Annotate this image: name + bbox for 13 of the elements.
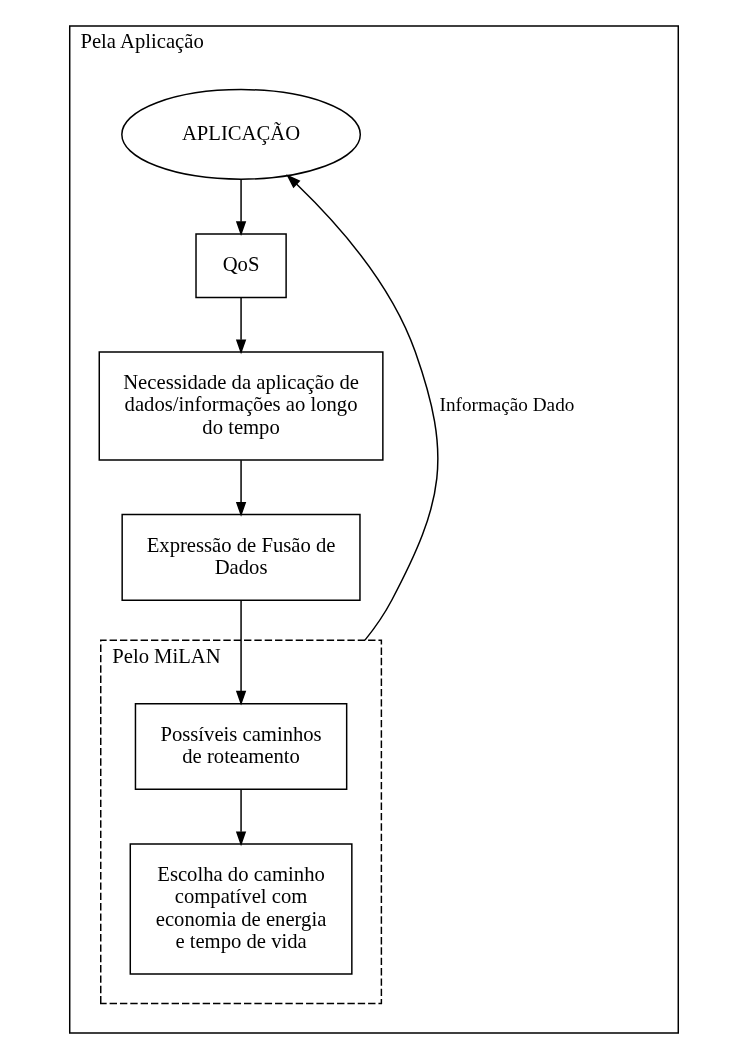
node-box: Escolha do caminho compatível com economia de energia e tempo de vida	[129, 843, 353, 975]
node-box: Necessidade da aplicação de dados/informações ao longo do tempo	[98, 351, 384, 461]
arrow	[285, 174, 439, 641]
arrow	[235, 599, 246, 706]
node-box: Possíveis caminhos de roteamento	[134, 702, 347, 791]
arrow	[235, 296, 246, 355]
arrow	[235, 178, 246, 236]
arrow	[235, 788, 246, 847]
node-ellipse: APLICAÇÃO	[120, 88, 361, 180]
edge-label: Informação Dado	[439, 394, 574, 416]
node-box: QoS	[194, 233, 287, 299]
arrow	[235, 459, 246, 517]
node-box: Expressão de Fusão de Dados	[120, 513, 361, 601]
